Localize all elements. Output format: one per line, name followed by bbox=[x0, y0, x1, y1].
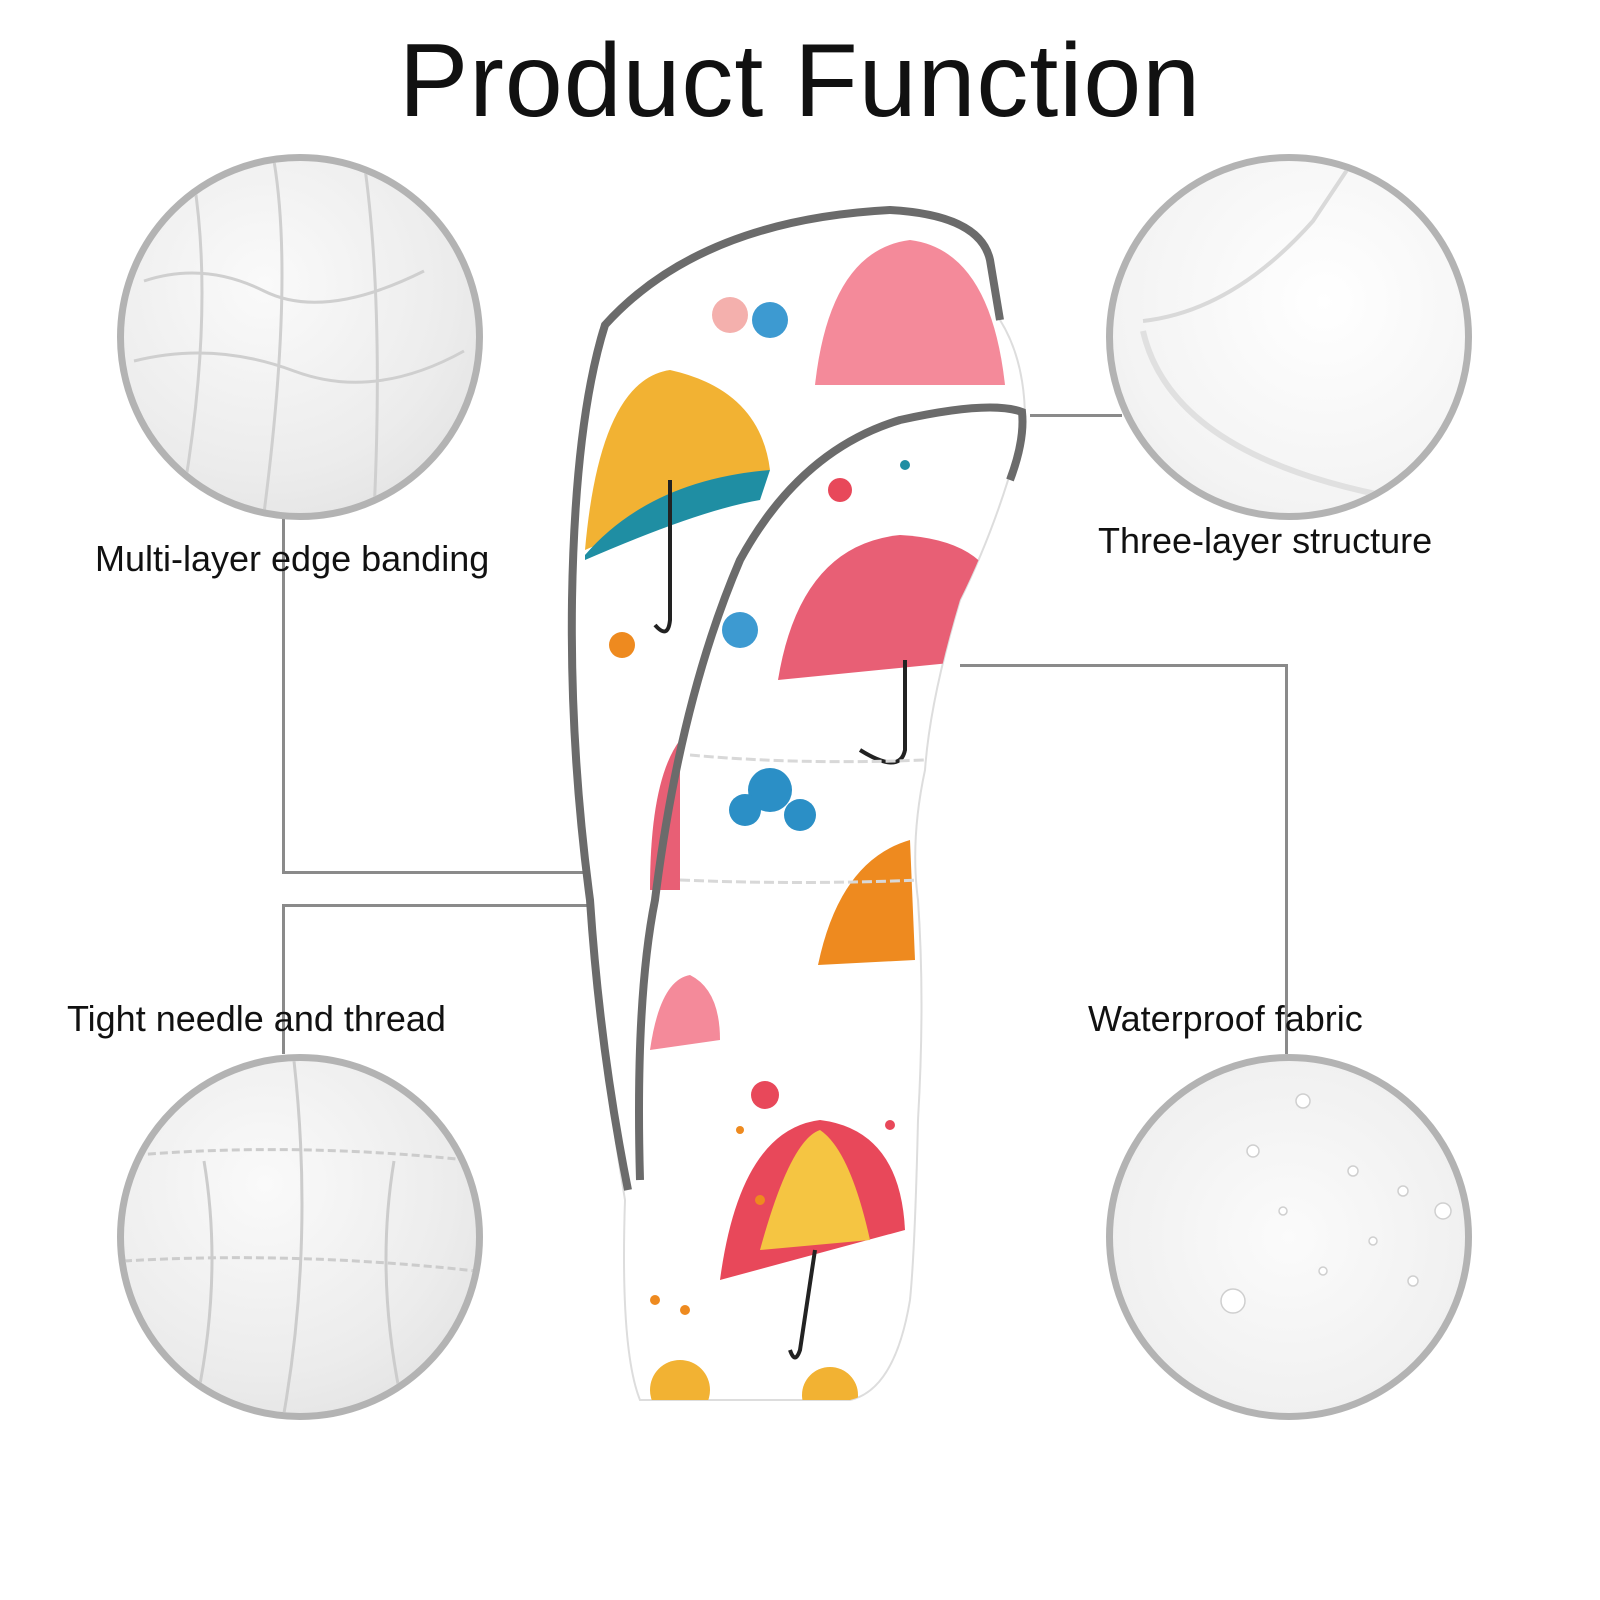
feature-label-edge-banding: Multi-layer edge banding bbox=[95, 538, 490, 579]
detail-edge-banding-image bbox=[117, 154, 483, 520]
detail-stitching-image bbox=[117, 1054, 483, 1420]
feature-label-stitching: Tight needle and thread bbox=[67, 998, 446, 1039]
feature-label-three-layer: Three-layer structure bbox=[1098, 520, 1433, 561]
connector-line bbox=[282, 904, 285, 1054]
connector-line bbox=[960, 664, 1288, 667]
piping-flap bbox=[635, 403, 1027, 1181]
connector-line bbox=[282, 904, 600, 907]
umbrella-pattern bbox=[585, 240, 1005, 1400]
connector-line bbox=[1030, 414, 1122, 417]
connector-line bbox=[282, 871, 592, 874]
connector-line bbox=[282, 515, 285, 873]
page-title: Product Function bbox=[398, 23, 1202, 139]
detail-three-layer-image bbox=[1106, 154, 1472, 520]
piping-outer bbox=[567, 205, 1004, 1191]
feature-label-waterproof: Waterproof fabric bbox=[1088, 998, 1363, 1039]
connector-line bbox=[1285, 664, 1288, 1054]
detail-waterproof-image bbox=[1106, 1054, 1472, 1420]
